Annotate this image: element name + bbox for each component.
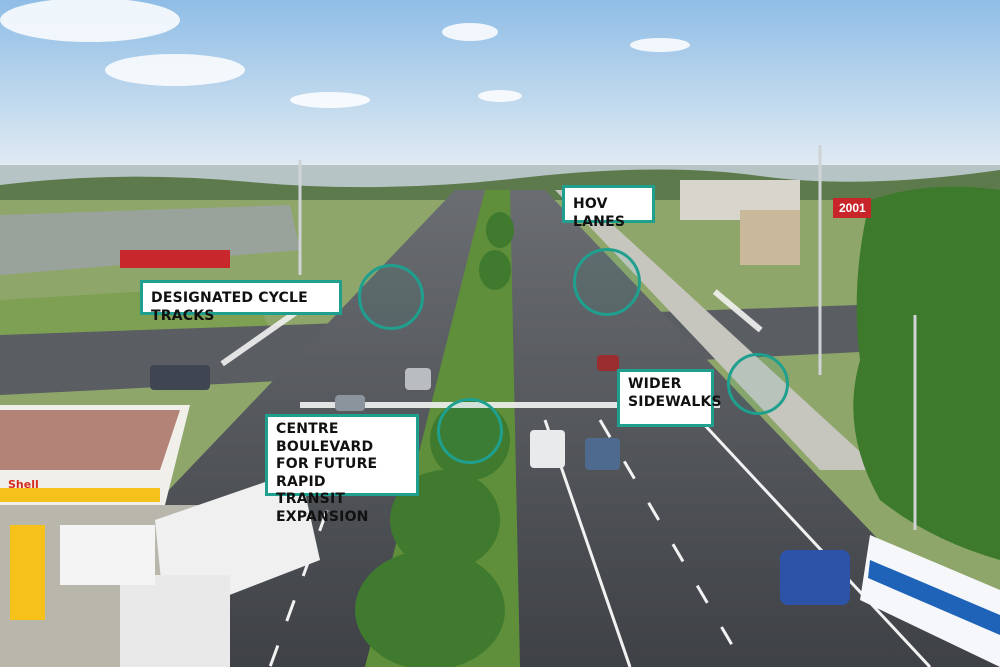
shell-canopy-edge [0,488,160,502]
hov-lanes-highlight-ring [573,248,641,316]
cars [150,355,850,605]
building-right-2 [740,210,800,265]
shell-pump [10,525,45,620]
shell-canopy-frame [0,410,180,470]
cycle-tracks-highlight-ring [358,264,424,330]
sidewalks-highlight-ring [727,353,789,415]
shell-sign: Shell [8,478,39,491]
service-van [60,525,155,585]
parking-lot [0,205,300,275]
store-2001-sign-board [833,198,871,218]
crosswalk [220,289,763,408]
callout-hov-lanes: HOV LANES [562,185,655,230]
centre-boulevard-highlight-ring [437,398,503,464]
clouds [0,0,690,108]
store-2001-sign: 2001 [839,201,866,215]
bus-stripe [868,560,1000,635]
light-poles [298,145,917,530]
callout-wider-sidewalks: WIDER SIDEWALKS [617,369,722,427]
callout-centre-boulevard: CENTRE BOULEVARD FOR FUTURE RAPID TRANSI… [265,414,419,525]
sidewalk-right [555,190,880,470]
truck-cab [120,575,230,667]
callout-cycle-tracks: DESIGNATED CYCLE TRACKS [140,280,342,324]
right-tree-line [853,186,1000,560]
gas-station-canopy-left-far [120,250,230,268]
